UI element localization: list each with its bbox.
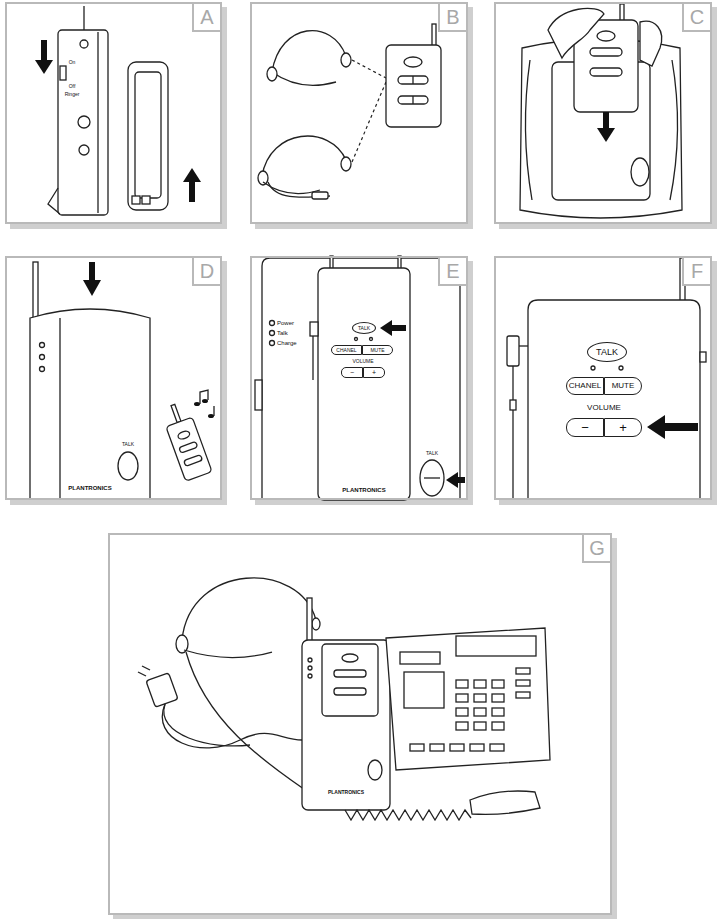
button-label: + [372,369,376,376]
remote-button: MUTE [604,377,642,395]
printed-label: TALK [426,451,438,456]
remote-button: + [363,367,385,378]
printed-label: PLANTRONICS [342,487,385,493]
remote-button: TALK [352,322,376,334]
remote-button: MUTE [362,345,393,355]
button-label: TALK [358,326,370,331]
remote-button: + [604,418,642,437]
printed-label: VOLUME [587,404,621,412]
remote-button: CHANEL [331,345,362,355]
button-label: CHANEL [336,348,356,353]
remote-button: − [566,418,604,437]
step-panel: E TALK CHANEL MUTE − + [250,256,468,500]
step-panel: B [250,2,468,224]
printed-label: PLANTRONICS [328,790,364,795]
headset-connection-figure [258,24,441,199]
step-panel: D [5,256,222,500]
button-label: − [581,421,589,434]
remote-button: TALK [587,342,627,362]
remote-button: CHANEL [566,377,604,395]
step-letter: C [682,2,712,32]
printed-label: Ringer [65,92,80,97]
printed-label: TALK [122,442,134,447]
printed-label: PLANTRONICS [68,485,111,491]
keypad [410,668,530,751]
step-letter: B [438,2,468,32]
step-letter: F [682,256,712,286]
button-label: − [350,369,354,376]
button-label: MUTE [370,348,384,353]
page-button-figure [30,262,214,498]
step-panel: F TALK CHANEL MUTE − + [494,256,712,500]
volume-adjust-figure [507,258,706,498]
docked-talk-figure [255,256,465,500]
printed-label: VOLUME [352,359,373,364]
printed-label: Power [277,320,294,326]
installation-overview-figure [138,578,550,820]
step-letter: E [438,256,468,286]
printed-label: Off [69,84,76,89]
panel-shadows [5,2,717,919]
printed-label: Charge [277,340,297,346]
step-panel: C [494,2,712,224]
button-label: CHANEL [569,382,601,390]
step-letter: D [192,256,222,286]
button-label: + [619,421,627,434]
printed-label: On [69,60,76,65]
step-panel: G [108,533,612,915]
step-letter: G [582,533,612,563]
step-panel: A [5,2,222,224]
charger-insert-figure [520,4,682,218]
remote-button: − [341,367,363,378]
battery-install-figure [35,6,201,215]
step-letter: A [192,2,222,32]
button-label: TALK [596,348,618,357]
button-label: MUTE [612,382,635,390]
printed-label: Talk [277,330,288,336]
